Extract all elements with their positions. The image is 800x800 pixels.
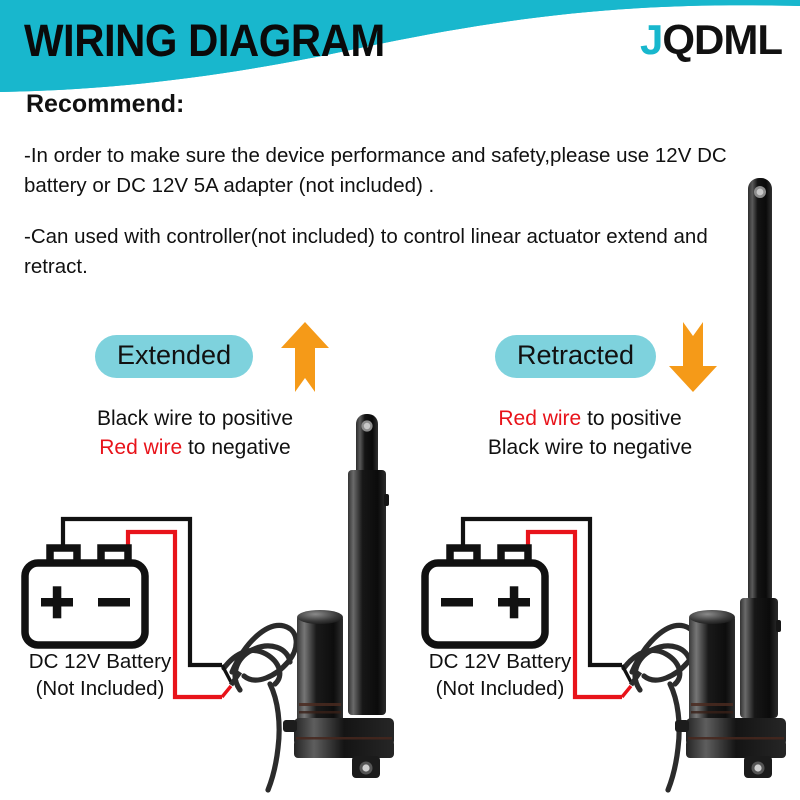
left-red-wire-tail: to negative <box>182 436 291 459</box>
right-battery-wiring <box>460 516 622 700</box>
left-red-lead <box>220 684 233 699</box>
logo-letter-j: J <box>639 16 663 63</box>
left-battery-icon <box>21 544 149 649</box>
right-wiring-red-line: Red wire to positive <box>465 404 715 433</box>
right-actuator-cable <box>621 622 699 793</box>
recommend-heading: Recommend: <box>26 90 185 118</box>
right-red-lead <box>620 684 633 699</box>
header-swoosh-shape <box>0 0 800 92</box>
right-red-wire-tail: to positive <box>581 407 682 430</box>
left-battery-note: (Not Included) <box>35 677 165 700</box>
left-wiring-black-line: Black wire to positive <box>96 407 294 430</box>
brand-logo: JQDML <box>639 16 783 63</box>
left-actuator-cable <box>221 622 299 793</box>
page-title: WIRING DIAGRAM <box>24 15 385 66</box>
right-battery-caption: DC 12V Battery (Not Included) <box>405 648 595 702</box>
right-battery-icon <box>421 544 549 649</box>
left-black-lead <box>220 664 234 685</box>
logo-letters-rest: QDML <box>662 16 783 63</box>
right-battery-note: (Not Included) <box>435 677 565 700</box>
left-wiring-instructions: Black wire to positive Red wire to negat… <box>70 404 320 462</box>
right-battery-label: DC 12V Battery <box>428 650 572 673</box>
left-battery-caption: DC 12V Battery (Not Included) <box>5 648 195 702</box>
right-lead-joint <box>628 670 643 687</box>
page-header: WIRING DIAGRAM JQDML <box>0 0 800 92</box>
left-battery-label: DC 12V Battery <box>28 650 172 673</box>
left-wiring-red-line: Red wire to negative <box>70 433 320 462</box>
right-wiring-black-line: Black wire to negative <box>487 436 693 459</box>
right-red-wire-text: Red wire <box>498 407 582 430</box>
left-red-wire-text: Red wire <box>99 436 183 459</box>
arrow-up-icon <box>281 322 329 397</box>
recommend-line-1: -In order to make sure the device perfor… <box>24 144 727 197</box>
right-black-lead <box>620 664 634 685</box>
badge-extended: Extended <box>95 335 254 378</box>
recommend-line-2: -Can used with controller(not included) … <box>24 225 708 278</box>
left-lead-joint <box>228 670 243 687</box>
right-linear-actuator <box>675 178 786 778</box>
left-battery-wiring <box>60 516 222 700</box>
arrow-down-icon <box>669 322 717 397</box>
right-wiring-instructions: Red wire to positive Black wire to negat… <box>465 404 715 462</box>
left-linear-actuator <box>283 414 394 778</box>
badge-retracted: Retracted <box>495 335 657 378</box>
